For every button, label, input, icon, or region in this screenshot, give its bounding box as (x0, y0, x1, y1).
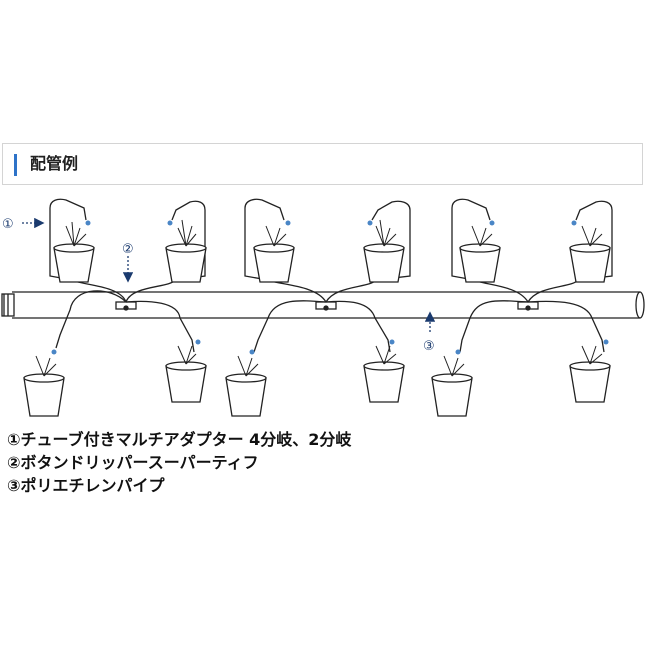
header-accent-bar (14, 154, 17, 176)
legend-item-3: ③ポリエチレンパイプ (7, 476, 165, 495)
drippers (51, 220, 609, 355)
callout-2: ② (122, 242, 134, 257)
callout-3: ③ (423, 339, 435, 354)
piping-diagram: ① ② ③ (1, 198, 645, 417)
adapter-3 (517, 301, 539, 311)
section-title: 配管例 (30, 154, 79, 173)
callout-1: ① (2, 217, 14, 232)
adapter-1 (115, 301, 137, 311)
section-header: 配管例 (2, 143, 643, 185)
legend-item-1: ①チューブ付きマルチアダプター 4分岐、2分岐 (7, 430, 352, 449)
legend: ①チューブ付きマルチアダプター 4分岐、2分岐 ②ボタンドリッパースーパーティフ… (7, 428, 351, 497)
adapter-2 (315, 301, 337, 311)
legend-item-2: ②ボタンドリッパースーパーティフ (7, 453, 259, 472)
plants (35, 219, 603, 377)
pots (23, 243, 611, 417)
